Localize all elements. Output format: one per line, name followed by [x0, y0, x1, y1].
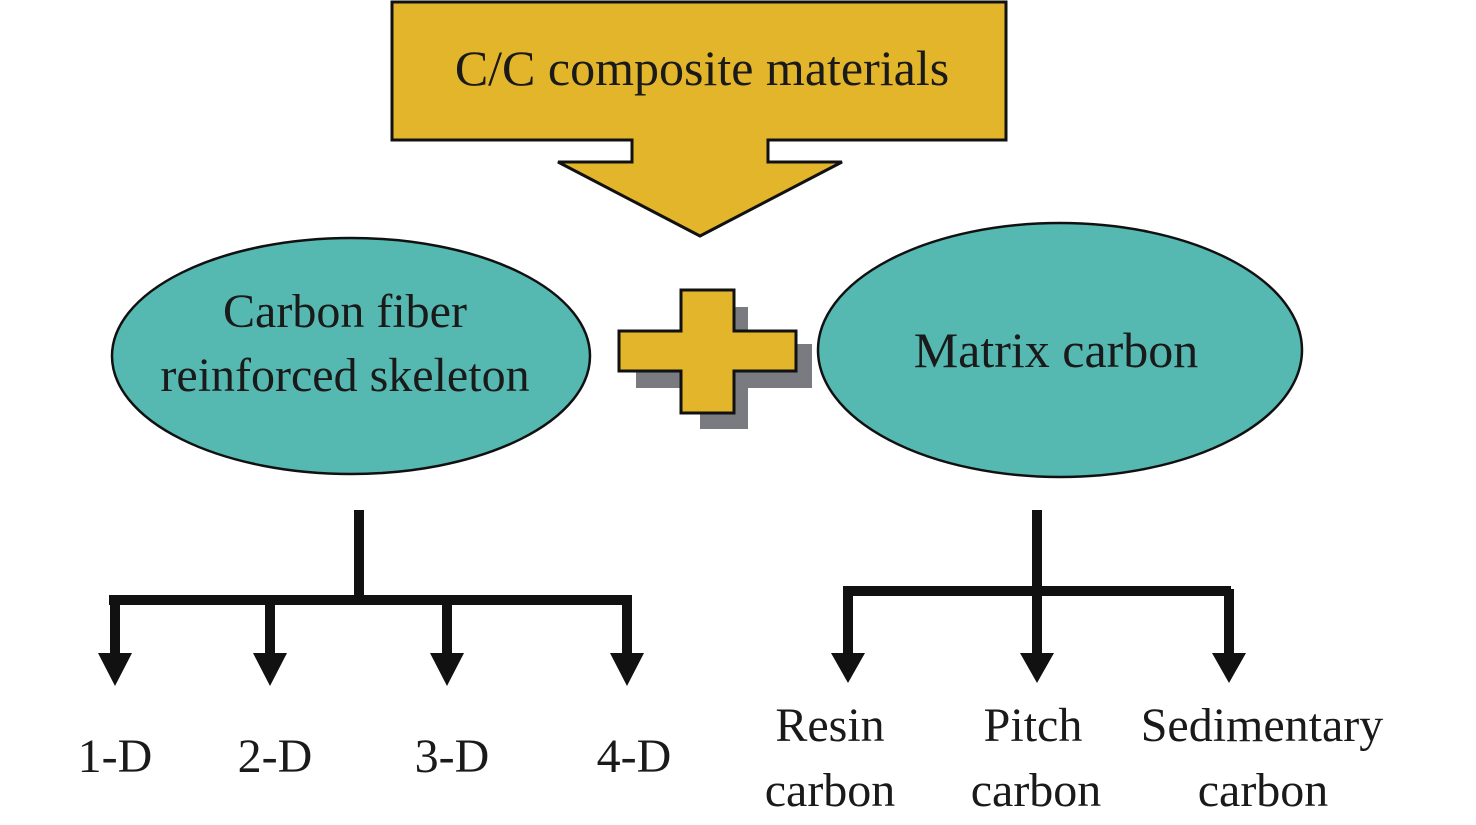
child-label-1d: 1-D — [78, 730, 153, 783]
dimension-labels: 1-D 2-D 3-D 4-D — [78, 730, 672, 783]
title-label: C/C composite materials — [455, 40, 949, 96]
title-arrow-shape — [390, 0, 1008, 238]
left-arrowheads — [98, 653, 644, 686]
left-node-label-line2: reinforced skeleton — [160, 349, 529, 402]
carbon-fiber-skeleton-node: Carbon fiber reinforced skeleton — [110, 236, 592, 476]
left-tree-connector — [109, 510, 632, 655]
child-label-sedimentary-line1: Sedimentary — [1141, 699, 1384, 752]
right-tree-connector — [843, 510, 1234, 655]
arrow-down-icon — [430, 653, 464, 686]
child-label-resin-line2: carbon — [765, 764, 896, 817]
child-label-2d: 2-D — [238, 730, 313, 783]
plus-shape — [617, 288, 798, 415]
right-arrowheads — [831, 653, 1246, 683]
arrow-down-icon — [1020, 653, 1054, 683]
arrow-down-icon — [610, 653, 644, 686]
matrix-carbon-node: Matrix carbon — [816, 221, 1304, 479]
arrow-down-icon — [253, 653, 287, 686]
child-label-resin-line1: Resin — [775, 699, 884, 752]
plus-icon — [617, 288, 812, 429]
child-label-sedimentary-line2: carbon — [1198, 764, 1329, 817]
arrow-down-icon — [98, 653, 132, 686]
child-label-4d: 4-D — [597, 730, 672, 783]
child-label-3d: 3-D — [415, 730, 490, 783]
right-ellipse — [816, 221, 1304, 479]
child-label-pitch-line2: carbon — [971, 764, 1102, 817]
matrix-type-labels: Resin carbon Pitch carbon Sedimentary ca… — [765, 699, 1384, 817]
child-label-pitch-line1: Pitch — [984, 699, 1083, 752]
left-ellipse — [110, 236, 592, 476]
title-block-arrow: C/C composite materials — [390, 0, 1008, 238]
left-node-label-line1: Carbon fiber — [223, 285, 467, 338]
arrow-down-icon — [1212, 653, 1246, 683]
arrow-down-icon — [831, 653, 865, 683]
right-node-label: Matrix carbon — [914, 322, 1199, 378]
